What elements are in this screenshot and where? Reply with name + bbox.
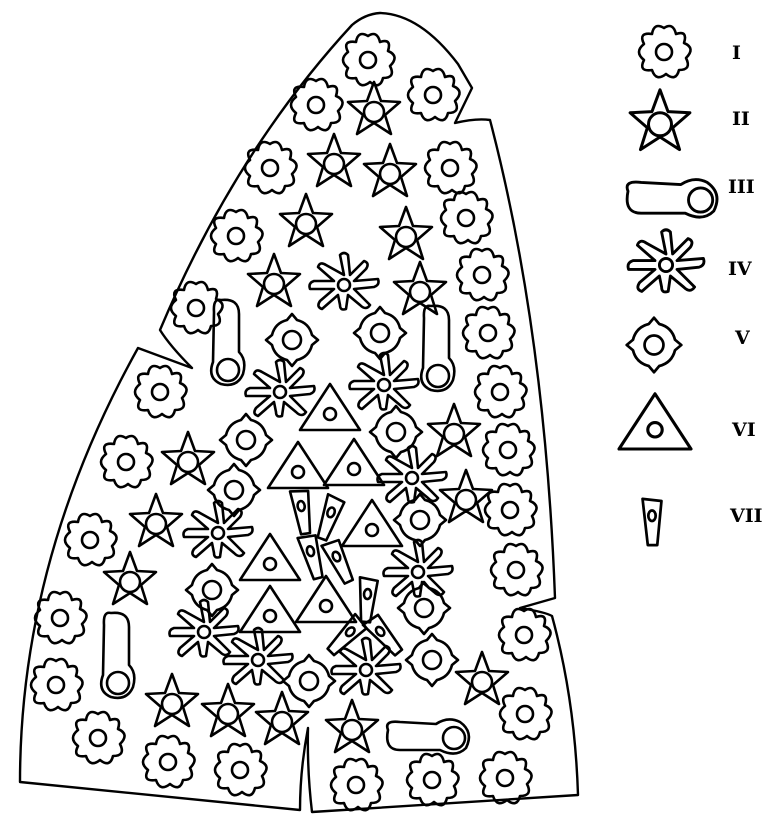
cell-type-iv-mark — [246, 360, 315, 417]
cell-type-iii-mark — [387, 719, 469, 753]
cell-type-vi-mark — [240, 534, 300, 580]
cell-type-vi-mark — [268, 442, 328, 488]
cell-type-i-mark — [31, 659, 83, 710]
cell-type-i-mark — [407, 754, 459, 805]
cell-type-ii-mark — [380, 207, 432, 259]
legend-row-i: I — [639, 26, 741, 77]
cell-type-i-mark — [101, 436, 153, 487]
legend-label: VI — [731, 419, 756, 441]
legend-row-iii: III — [627, 176, 755, 217]
cell-type-i-mark — [475, 366, 527, 417]
legend-label: V — [734, 327, 751, 349]
cell-type-i-mark — [457, 249, 509, 300]
cell-type-ii-mark — [308, 134, 360, 186]
cell-type-i-mark — [425, 142, 477, 193]
cell-type-iii-mark — [211, 300, 244, 385]
legend-row-vi: VI — [619, 394, 756, 449]
cell-type-ii-mark — [364, 144, 416, 196]
legend-row-vii: VII — [643, 499, 763, 545]
cell-type-iv-mark — [350, 353, 419, 410]
cell-type-ii-mark — [202, 684, 254, 736]
cell-type-i-mark — [408, 69, 460, 120]
cell-type-v-mark — [394, 494, 446, 546]
cell-type-i-mark — [331, 759, 383, 810]
cell-type-vi-mark — [342, 500, 402, 546]
cell-type-ii-mark — [326, 700, 378, 752]
cell-type-ii-mark — [146, 674, 198, 726]
legend-label: III — [728, 176, 755, 198]
cell-type-ii-mark — [130, 494, 182, 546]
cell-type-v-mark — [266, 314, 318, 366]
cell-type-ii-mark — [440, 470, 492, 522]
cell-type-i-mark — [483, 424, 535, 475]
cell-type-ii-mark — [428, 404, 480, 456]
cell-type-i-mark — [480, 752, 532, 803]
cell-type-v-mark — [406, 634, 458, 686]
cell-type-ii-mark — [280, 194, 332, 246]
cell-type-vii-mark — [363, 613, 405, 658]
cell-type-iv-mark — [224, 628, 293, 685]
cell-type-i-mark — [135, 366, 187, 417]
legend: I II III IV V VI VII — [619, 26, 763, 545]
cell-type-vi-icon — [619, 394, 691, 449]
cell-type-i-mark — [499, 609, 551, 660]
cell-type-v-mark — [370, 406, 422, 458]
legend-label: IV — [728, 258, 753, 280]
cell-type-ii-mark — [348, 82, 400, 134]
cell-type-ii-mark — [456, 652, 508, 704]
cell-type-i-mark — [211, 210, 263, 261]
cell-type-i-mark — [245, 142, 297, 193]
legend-label: II — [732, 108, 750, 130]
cell-type-iv-marks — [170, 253, 453, 695]
cell-type-vi-mark — [324, 439, 384, 485]
cell-type-v-mark — [283, 655, 335, 707]
legend-label: VII — [729, 505, 763, 527]
cell-type-vii-mark — [313, 494, 345, 542]
cell-type-i-mark — [215, 744, 267, 795]
cell-type-iii-icon — [627, 180, 717, 218]
cell-type-vii-icon — [643, 499, 662, 545]
cell-type-i-icon — [639, 26, 691, 77]
cell-type-iii-mark — [421, 306, 454, 391]
cell-type-v-mark — [354, 307, 406, 359]
cell-type-i-mark — [463, 307, 515, 358]
cell-type-ii-mark — [248, 254, 300, 306]
cell-type-i-mark — [500, 688, 552, 739]
cell-type-ii-mark — [162, 432, 214, 484]
cell-type-iv-mark — [332, 638, 401, 695]
cell-type-i-mark — [73, 712, 125, 763]
legend-row-v: V — [627, 318, 751, 373]
cell-type-ii-mark — [104, 552, 156, 604]
cell-type-vii-mark — [290, 489, 314, 535]
cell-type-vii-marks — [290, 489, 405, 659]
cell-type-iii-mark — [101, 613, 134, 698]
legend-row-ii: II — [630, 90, 750, 150]
cell-type-vi-mark — [300, 384, 360, 430]
cell-type-i-mark — [343, 34, 395, 85]
cell-type-i-mark — [441, 192, 493, 243]
cell-type-v-icon — [627, 318, 682, 373]
cell-type-ii-icon — [630, 90, 690, 150]
cell-type-vii-mark — [298, 533, 327, 580]
cell-type-v-mark — [186, 564, 238, 616]
cell-type-i-mark — [143, 736, 195, 787]
cell-type-i-mark — [35, 592, 87, 643]
cell-type-i-mark — [491, 544, 543, 595]
cell-type-iv-mark — [310, 253, 379, 310]
cell-type-vi-mark — [240, 586, 300, 632]
cell-type-i-mark — [291, 79, 343, 130]
cell-type-i-mark — [65, 514, 117, 565]
cell-type-vii-mark — [324, 614, 368, 658]
cell-type-v-mark — [220, 414, 272, 466]
cell-type-iv-icon — [628, 230, 704, 292]
legend-label: I — [732, 42, 741, 64]
legend-row-iv: IV — [628, 230, 753, 292]
cell-type-i-mark — [485, 484, 537, 535]
